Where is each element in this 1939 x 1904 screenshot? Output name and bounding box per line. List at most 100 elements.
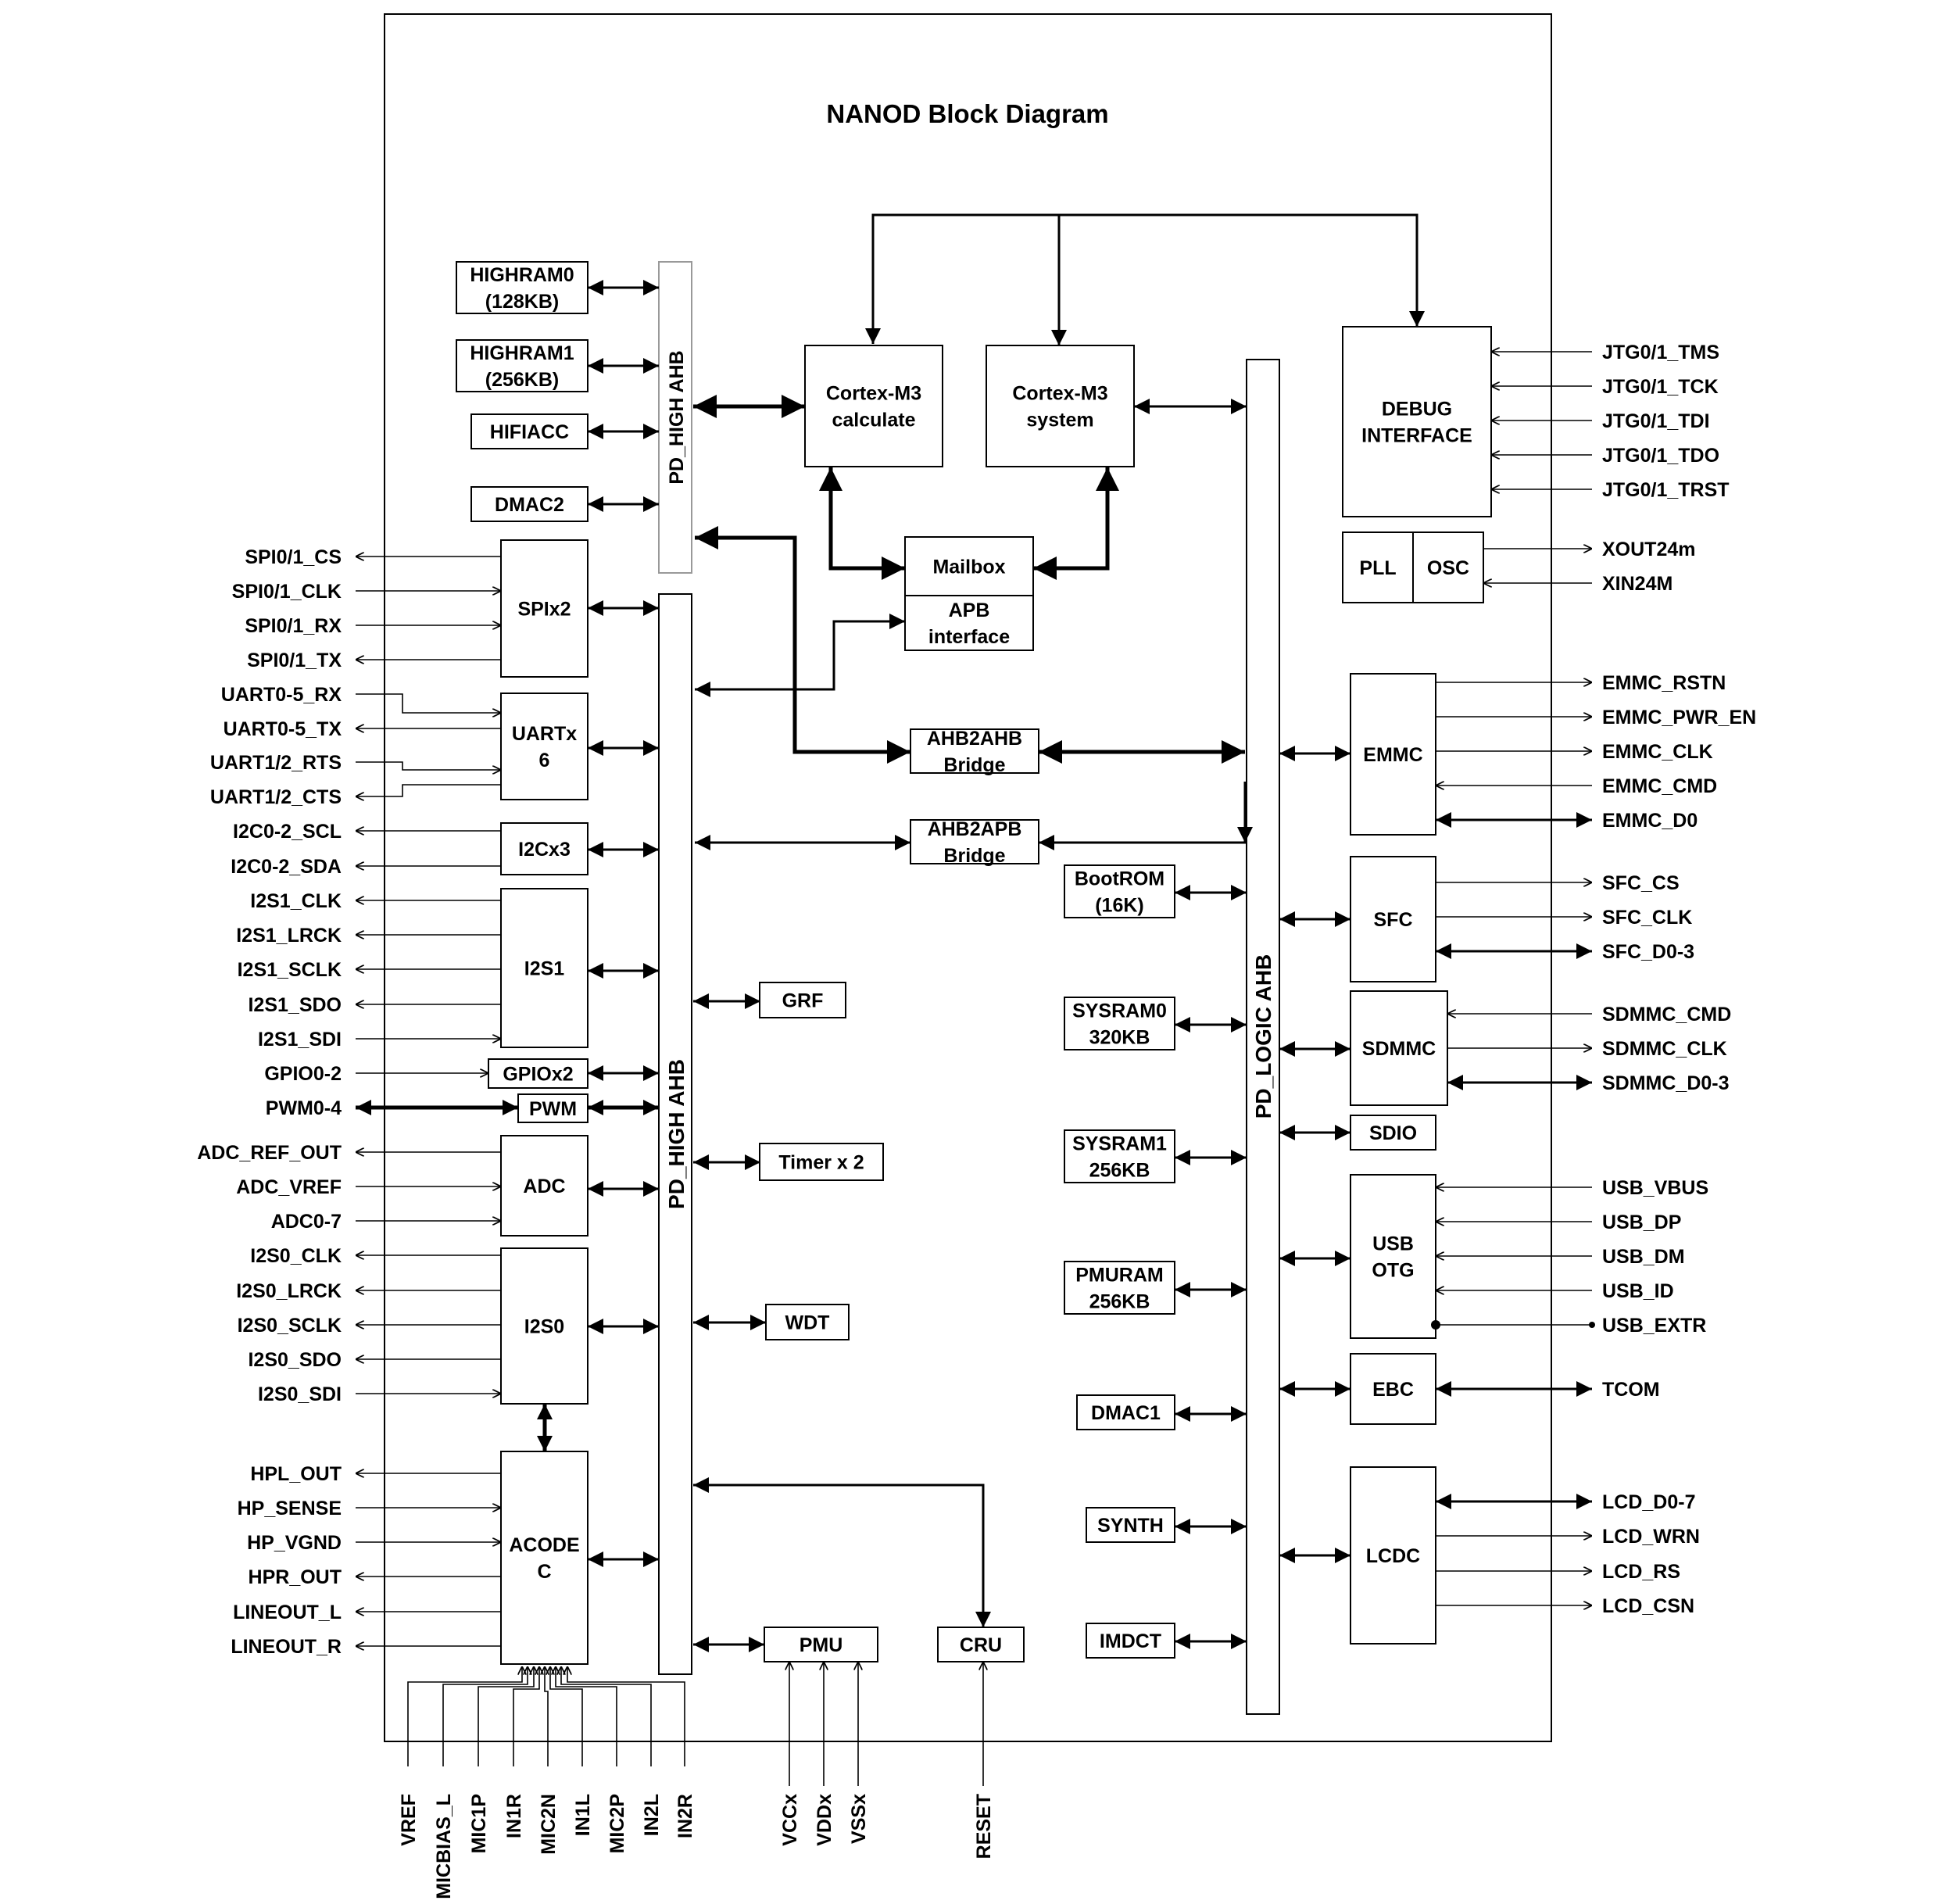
pin-spi0-1-cs: SPI0/1_CS (245, 546, 342, 568)
sysram0-block (1064, 997, 1175, 1050)
pin-usb-extr: USB_EXTR (1602, 1315, 1706, 1337)
pin-hpl-out: HPL_OUT (250, 1463, 342, 1485)
sdmmc-label: SDMMC (1362, 1038, 1436, 1060)
blocks-layer: HIGHRAM0(128KB)HIGHRAM1(256KB)HIFIACCDMA… (456, 261, 1492, 1665)
pin-in1l: IN1L (572, 1794, 594, 1836)
synth-block (1086, 1507, 1175, 1543)
bootrom-label: (16K) (1095, 895, 1144, 917)
bootrom-block (1064, 864, 1175, 918)
apb-interface-block (904, 595, 1034, 651)
synth-label: SYNTH (1097, 1515, 1164, 1537)
spi-label: SPIx2 (517, 599, 571, 621)
pin-wire-uart0-5-rx (356, 693, 501, 713)
pin-mic2p: MIC2P (606, 1794, 628, 1853)
diagram-title: NANOD Block Diagram (826, 99, 1108, 128)
pin-uart1-2-rts: UART1/2_RTS (210, 752, 342, 774)
internal-links (537, 213, 1425, 1652)
pin-spi0-1-rx: SPI0/1_RX (245, 615, 342, 637)
pin-emmc-clk: EMMC_CLK (1602, 741, 1713, 763)
pin-usb-id: USB_ID (1602, 1280, 1674, 1302)
pin-i2s0-sdi: I2S0_SDI (258, 1383, 342, 1405)
adc-label: ADC (523, 1176, 565, 1197)
pin-uart0-5-rx: UART0-5_RX (221, 684, 342, 706)
apb-interface-label: APB (949, 599, 990, 621)
pin-in2l: IN2L (641, 1794, 663, 1836)
pin-adc-ref-out: ADC_REF_OUT (197, 1142, 342, 1164)
lcdc-label: LCDC (1366, 1545, 1420, 1567)
sysram1-block (1064, 1129, 1175, 1183)
pin-emmc-cmd: EMMC_CMD (1602, 775, 1717, 797)
pin-jtg0-1-tdo: JTG0/1_TDO (1602, 445, 1719, 467)
pin-vref: VREF (398, 1794, 420, 1846)
hifiacc-block (470, 413, 588, 449)
debug-label: INTERFACE (1361, 425, 1472, 447)
grf-block (759, 982, 846, 1018)
debug-block (1342, 326, 1492, 517)
pin-wire-in2r (567, 1666, 685, 1766)
pin-lineout-l: LINEOUT_L (233, 1602, 342, 1623)
pmuram-block (1064, 1261, 1175, 1315)
pin-wire-in2l (561, 1666, 652, 1766)
link-sys-mailbox (1033, 467, 1119, 580)
pin-lcd-wrn: LCD_WRN (1602, 1526, 1700, 1548)
dmac2-label: DMAC2 (495, 494, 564, 516)
pin-usb-dm: USB_DM (1602, 1246, 1685, 1268)
pin-i2s1-sclk: I2S1_SCLK (238, 959, 342, 981)
pin-wire-mic1p (478, 1666, 534, 1766)
pin-i2s0-lrck: I2S0_LRCK (236, 1280, 342, 1302)
pin-i2s0-sclk: I2S0_SCLK (238, 1315, 342, 1337)
pin-wire-micbias-l (442, 1666, 528, 1766)
pin-wire-uart1-2-rts (356, 761, 501, 770)
uart-block (500, 693, 588, 800)
pin-wire-in1r (513, 1666, 539, 1766)
pin-wire-mic2n (545, 1666, 548, 1766)
pin-i2s1-clk: I2S1_CLK (250, 890, 342, 912)
pin-uart1-2-cts: UART1/2_CTS (210, 786, 342, 808)
pin-jtg0-1-tck: JTG0/1_TCK (1602, 376, 1719, 398)
pin-emmc-pwr-en: EMMC_PWR_EN (1602, 707, 1756, 728)
hifiacc-label: HIFIACC (490, 421, 569, 443)
pin-mic2n: MIC2N (538, 1794, 560, 1855)
pin-adc0-7: ADC0-7 (271, 1211, 342, 1233)
usb-label: USB (1372, 1233, 1414, 1255)
cru-label: CRU (960, 1634, 1002, 1656)
pd-high-ahb-main-bus (658, 593, 692, 1675)
sdmmc-block (1350, 990, 1448, 1106)
pwm-label: PWM (529, 1098, 577, 1120)
ebc-block (1350, 1353, 1436, 1425)
pin-lcd-rs: LCD_RS (1602, 1561, 1680, 1583)
pin-hp-sense: HP_SENSE (238, 1498, 342, 1519)
pin-emmc-d0: EMMC_D0 (1602, 810, 1698, 832)
pin-i2s1-lrck: I2S1_LRCK (236, 925, 342, 947)
ahb2apb-label: AHB2APB (928, 818, 1022, 840)
pin-sfc-cs: SFC_CS (1602, 872, 1680, 894)
osc-block (1412, 531, 1484, 603)
cortex-sys-label: system (1026, 410, 1093, 431)
grf-label: GRF (782, 990, 824, 1012)
pin-in2r: IN2R (674, 1794, 696, 1838)
ahb2ahb-block (910, 728, 1039, 774)
highram1-label: HIGHRAM1 (470, 342, 574, 364)
highram1-label: (256KB) (485, 369, 559, 391)
pd-high-ahb-top-bus (658, 261, 692, 574)
i2s0-label: I2S0 (524, 1316, 564, 1338)
wdt-block (765, 1304, 850, 1340)
pin-vccx: VCCx (779, 1794, 801, 1846)
spi-block (500, 539, 588, 678)
highram0-label: (128KB) (485, 291, 559, 313)
pins-layer: SPI0/1_CSSPI0/1_CLKSPI0/1_RXSPI0/1_TXUAR… (197, 342, 1756, 1899)
pin-sdmmc-d0-3: SDMMC_D0-3 (1602, 1072, 1730, 1094)
cortex-calc-label: calculate (832, 410, 915, 431)
usb-extr-dot (1431, 1320, 1440, 1330)
imdct-label: IMDCT (1100, 1630, 1161, 1652)
highram1-block (456, 339, 588, 392)
cortex-calc-block (804, 345, 943, 467)
ahb2apb-block (910, 819, 1039, 864)
uart-label: UARTx (512, 723, 577, 745)
acodec-label: ACODE (509, 1534, 579, 1556)
chip-boundary (384, 13, 1552, 1742)
pin-xin24m: XIN24M (1602, 573, 1672, 595)
pmu-label: PMU (800, 1634, 843, 1656)
pd-logic-ahb-bus (1246, 359, 1280, 1715)
